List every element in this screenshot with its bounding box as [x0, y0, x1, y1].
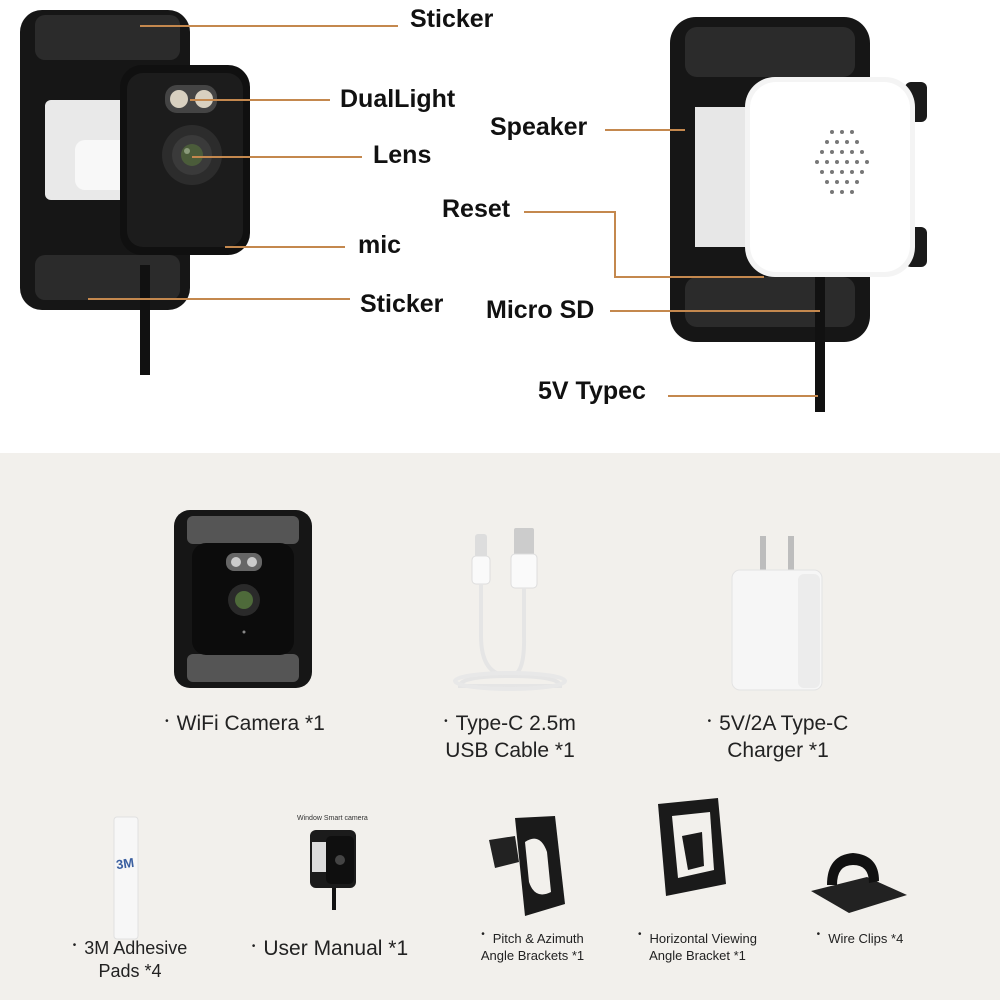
leader-lens	[192, 156, 362, 158]
camera-front-image	[20, 10, 250, 375]
label-reset: Reset	[442, 195, 511, 223]
pads-logo-text: 3M	[115, 854, 136, 873]
caption-wire-clips: •Wire Clips *4	[816, 929, 904, 946]
leader-reset	[524, 211, 616, 213]
package-contents-panel	[0, 453, 1000, 1000]
horizontal-bracket-image	[658, 798, 726, 896]
leader-speaker	[605, 129, 685, 131]
leader-reset-end	[614, 276, 764, 278]
manual-cover-text: Window Smart camera	[297, 815, 368, 822]
leader-typec	[668, 395, 818, 397]
caption-wifi-camera: •WiFi Camera *1	[165, 712, 325, 735]
leader-mic	[225, 246, 345, 248]
pitch-bracket-image	[489, 816, 565, 916]
label-sticker-top: Sticker	[410, 5, 494, 33]
leader-sticker-bottom	[88, 298, 350, 300]
label-typec: 5V Typec	[538, 377, 646, 405]
adhesive-pad-image	[113, 816, 139, 940]
label-sticker-bottom: Sticker	[360, 290, 444, 318]
leader-micro-sd	[610, 310, 820, 312]
label-mic: mic	[358, 231, 402, 259]
manual-image	[310, 830, 356, 910]
camera-back-image	[670, 17, 927, 412]
label-speaker: Speaker	[490, 113, 588, 141]
leader-sticker-top	[140, 25, 398, 27]
usb-cable-image	[453, 528, 567, 691]
charger-image	[731, 536, 823, 691]
leader-reset-vertical	[614, 211, 616, 278]
label-lens: Lens	[373, 141, 432, 169]
label-duallight: DualLight	[340, 85, 456, 113]
caption-user-manual: •User Manual *1	[251, 937, 409, 960]
wire-clip-image	[811, 853, 907, 913]
label-micro-sd: Micro SD	[486, 296, 595, 324]
leader-duallight	[190, 99, 330, 101]
wifi-camera-image	[174, 510, 312, 688]
